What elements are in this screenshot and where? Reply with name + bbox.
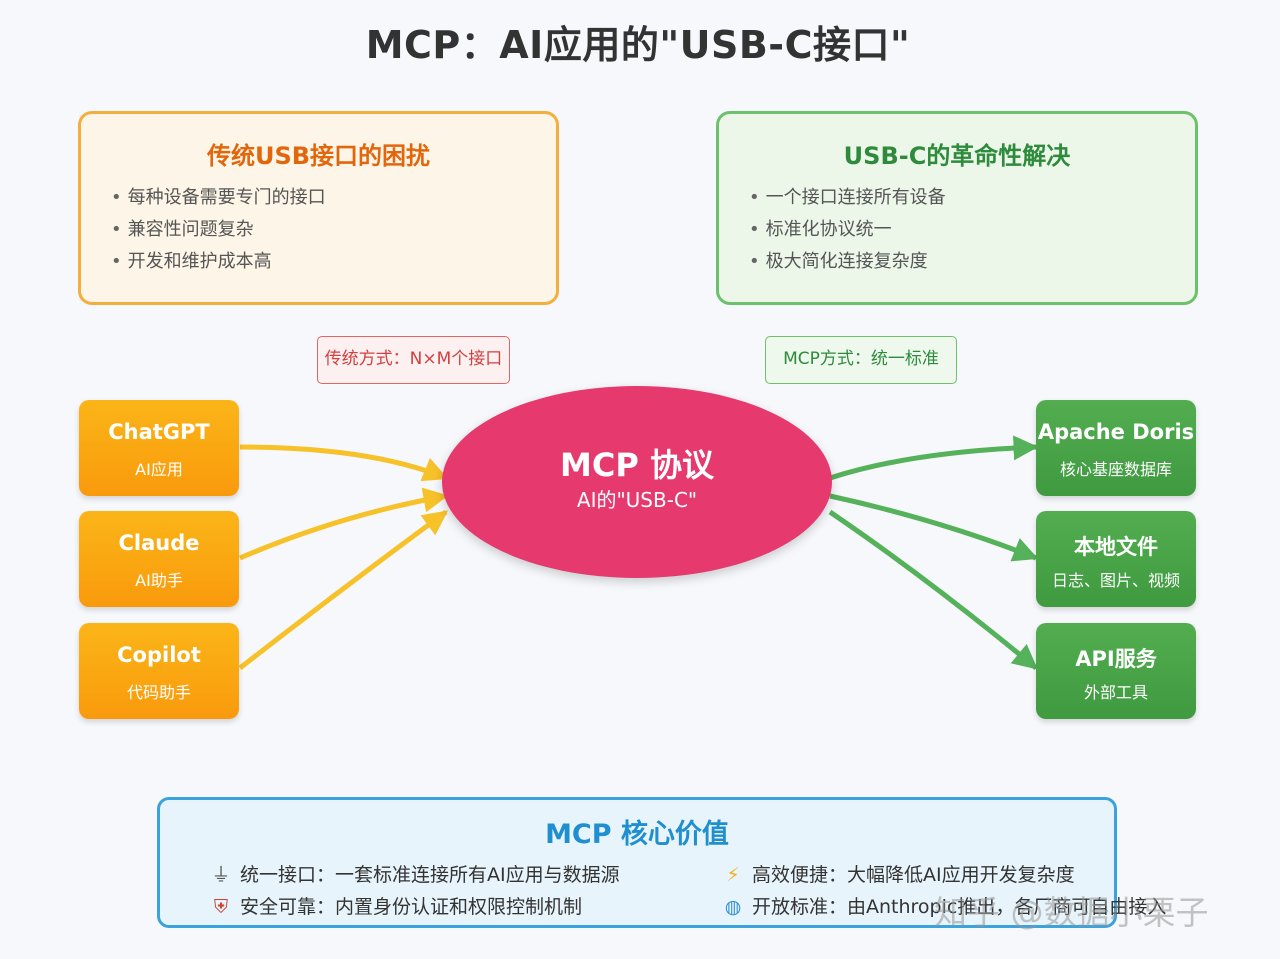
mcp-protocol-name: MCP 协议 bbox=[560, 446, 714, 484]
server-name: Apache Doris bbox=[1037, 420, 1195, 444]
client-desc: 代码助手 bbox=[126, 683, 191, 702]
arrow-mcp-to-files bbox=[829, 493, 1039, 562]
server-node-local-files: 本地文件 日志、图片、视频 bbox=[1036, 511, 1196, 607]
arrow-copilot-to-mcp bbox=[238, 509, 449, 670]
client-name: ChatGPT bbox=[108, 420, 210, 444]
core-value-item: ◍ 开放标准：由Anthropic推出，各厂商可自由接入 bbox=[720, 892, 1167, 919]
client-desc: AI助手 bbox=[135, 571, 183, 590]
core-value-text: 统一接口：一套标准连接所有AI应用与数据源 bbox=[240, 864, 620, 886]
core-value-heading: MCP 核心价值 bbox=[545, 819, 729, 850]
client-node-copilot: Copilot 代码助手 bbox=[79, 623, 239, 719]
arrow-mcp-to-api bbox=[828, 509, 1038, 670]
core-value-item: ⛨ 安全可靠：内置身份认证和权限控制机制 bbox=[208, 892, 582, 919]
client-name: Copilot bbox=[117, 643, 201, 667]
traditional-usb-panel: 传统USB接口的困扰 每种设备需要专门的接口 兼容性问题复杂 开发和维护成本高 bbox=[78, 111, 559, 305]
page-title: MCP：AI应用的"USB-C接口" bbox=[365, 23, 911, 67]
list-item: 开发和维护成本高 bbox=[111, 246, 326, 278]
arrow-chatgpt-to-mcp bbox=[239, 444, 449, 482]
mcp-protocol-desc: AI的"USB-C" bbox=[576, 488, 698, 512]
core-value-text: 开放标准：由Anthropic推出，各厂商可自由接入 bbox=[752, 896, 1167, 918]
core-value-text: 安全可靠：内置身份认证和权限控制机制 bbox=[240, 896, 583, 918]
traditional-way-label: 传统方式：N×M个接口 bbox=[317, 336, 510, 384]
server-name: API服务 bbox=[1075, 647, 1157, 671]
client-desc: AI应用 bbox=[135, 460, 183, 479]
usbc-solution-list: 一个接口连接所有设备 标准化协议统一 极大简化连接复杂度 bbox=[749, 182, 946, 278]
client-name: Claude bbox=[118, 531, 200, 555]
server-name: 本地文件 bbox=[1074, 535, 1158, 559]
list-item: 一个接口连接所有设备 bbox=[749, 182, 946, 214]
shield-icon: ⛨ bbox=[213, 896, 229, 918]
list-item: 每种设备需要专门的接口 bbox=[111, 182, 326, 214]
server-desc: 核心基座数据库 bbox=[1059, 460, 1172, 479]
mcp-way-label: MCP方式：统一标准 bbox=[765, 336, 957, 384]
usbc-solution-heading: USB-C的革命性解决 bbox=[843, 142, 1071, 170]
watermark: 知乎 @数据小栗子 bbox=[934, 893, 1209, 932]
arrow-claude-to-mcp bbox=[239, 487, 449, 561]
list-item: 标准化协议统一 bbox=[749, 214, 946, 246]
arrow-mcp-to-doris bbox=[829, 435, 1039, 481]
plug-icon: ⏚ bbox=[211, 864, 231, 886]
traditional-usb-list: 每种设备需要专门的接口 兼容性问题复杂 开发和维护成本高 bbox=[111, 182, 326, 278]
core-value-text: 高效便捷：大幅降低AI应用开发复杂度 bbox=[752, 864, 1075, 886]
mcp-core-value-panel: MCP 核心价值 ⏚ 统一接口：一套标准连接所有AI应用与数据源 ⚡ 高效便捷：大幅… bbox=[157, 797, 1166, 928]
list-item: 极大简化连接复杂度 bbox=[749, 246, 946, 278]
client-node-claude: Claude AI助手 bbox=[79, 511, 239, 607]
server-desc: 外部工具 bbox=[1083, 683, 1148, 702]
mcp-protocol-node: MCP 协议 AI的"USB-C" bbox=[442, 386, 832, 578]
core-value-item: ⏚ 统一接口：一套标准连接所有AI应用与数据源 bbox=[208, 860, 620, 887]
server-desc: 日志、图片、视频 bbox=[1051, 571, 1180, 590]
globe-icon: ◍ bbox=[724, 896, 742, 918]
server-node-apache-doris: Apache Doris 核心基座数据库 bbox=[1036, 400, 1196, 496]
client-node-chatgpt: ChatGPT AI应用 bbox=[79, 400, 239, 496]
core-value-item: ⚡ 高效便捷：大幅降低AI应用开发复杂度 bbox=[720, 860, 1075, 887]
traditional-usb-heading: 传统USB接口的困扰 bbox=[206, 142, 431, 170]
usbc-solution-panel: USB-C的革命性解决 一个接口连接所有设备 标准化协议统一 极大简化连接复杂度 bbox=[716, 111, 1198, 305]
server-node-api-service: API服务 外部工具 bbox=[1036, 623, 1196, 719]
lightning-icon: ⚡ bbox=[726, 864, 740, 886]
list-item: 兼容性问题复杂 bbox=[111, 214, 326, 246]
